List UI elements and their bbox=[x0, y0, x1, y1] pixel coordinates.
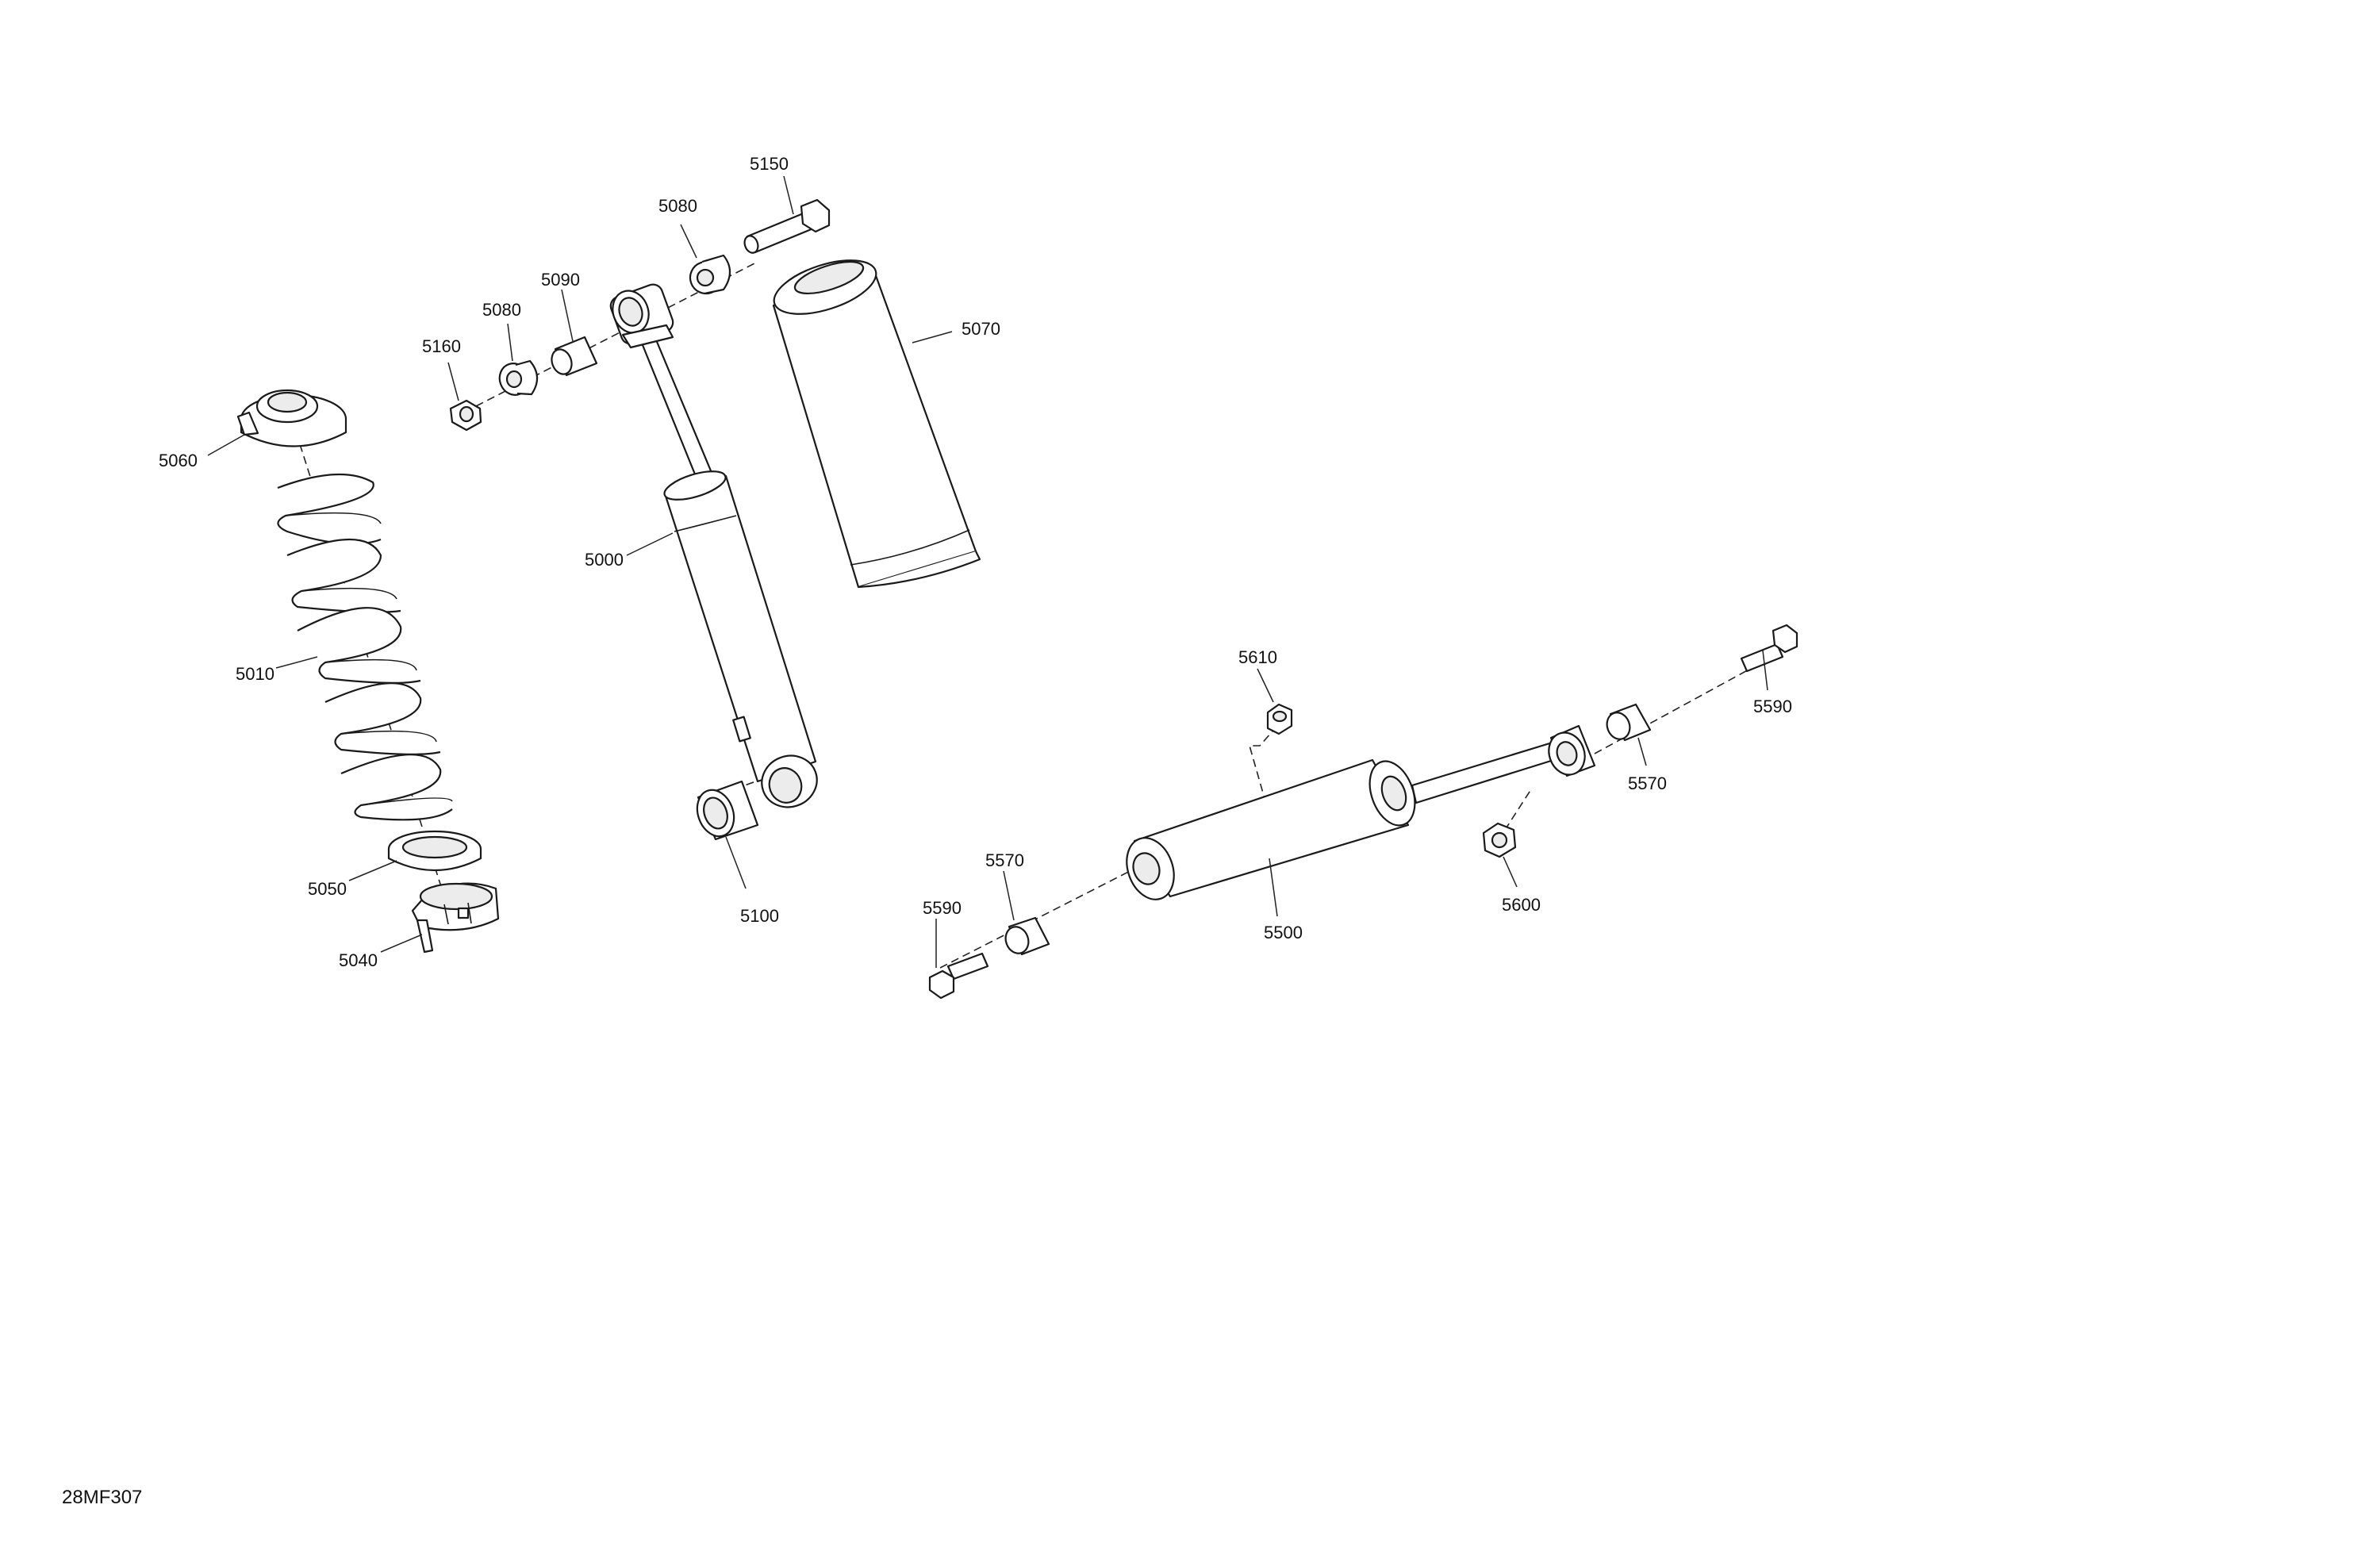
bolt-5150 bbox=[743, 198, 831, 254]
callout-5070: 5070 bbox=[962, 319, 1000, 339]
bushing-5080-left bbox=[498, 359, 539, 396]
callout-labels: 5150 5080 5090 5080 5160 5070 5060 5000 … bbox=[159, 154, 1792, 970]
callout-5060: 5060 bbox=[159, 451, 198, 470]
callout-5500: 5500 bbox=[1264, 923, 1303, 942]
spring-guide-ring bbox=[387, 830, 482, 872]
leader-lines bbox=[207, 175, 1768, 968]
callout-5090: 5090 bbox=[541, 270, 580, 290]
nut-5610 bbox=[1266, 703, 1293, 735]
preload-adjuster bbox=[411, 882, 500, 954]
callout-5000: 5000 bbox=[585, 550, 624, 570]
figure-reference: 28MF307 bbox=[62, 1487, 142, 1508]
callout-5590-left: 5590 bbox=[923, 898, 962, 918]
callout-5570-right: 5570 bbox=[1628, 773, 1667, 793]
callout-5010: 5010 bbox=[236, 664, 274, 684]
callout-5570-left: 5570 bbox=[985, 850, 1024, 870]
callout-5160: 5160 bbox=[422, 336, 461, 356]
callout-5150: 5150 bbox=[750, 154, 789, 174]
callout-5100: 5100 bbox=[740, 906, 779, 926]
nut-5160 bbox=[449, 399, 482, 432]
callout-5080-left: 5080 bbox=[482, 300, 521, 320]
callout-5080-right: 5080 bbox=[658, 196, 697, 216]
spacer-5570-left bbox=[1004, 916, 1050, 956]
bushing-5080-right bbox=[689, 254, 731, 295]
upper-spring-seat bbox=[236, 389, 347, 447]
bolt-5590-right bbox=[1740, 624, 1798, 673]
callout-5050: 5050 bbox=[308, 879, 347, 899]
bushing-5100 bbox=[696, 780, 759, 841]
callout-5040: 5040 bbox=[339, 950, 378, 970]
steering-damper bbox=[1126, 724, 1596, 900]
shock-absorber bbox=[609, 283, 818, 808]
callout-5610: 5610 bbox=[1238, 647, 1277, 667]
nut-5600 bbox=[1482, 822, 1517, 858]
coil-spring bbox=[277, 473, 453, 821]
callout-5590-right: 5590 bbox=[1753, 697, 1792, 716]
sleeve-5090 bbox=[551, 336, 598, 377]
callout-5600: 5600 bbox=[1502, 895, 1541, 915]
shock-cover bbox=[772, 259, 981, 589]
bolt-5590-left bbox=[928, 952, 989, 1000]
spacer-5570-right bbox=[1606, 703, 1652, 742]
